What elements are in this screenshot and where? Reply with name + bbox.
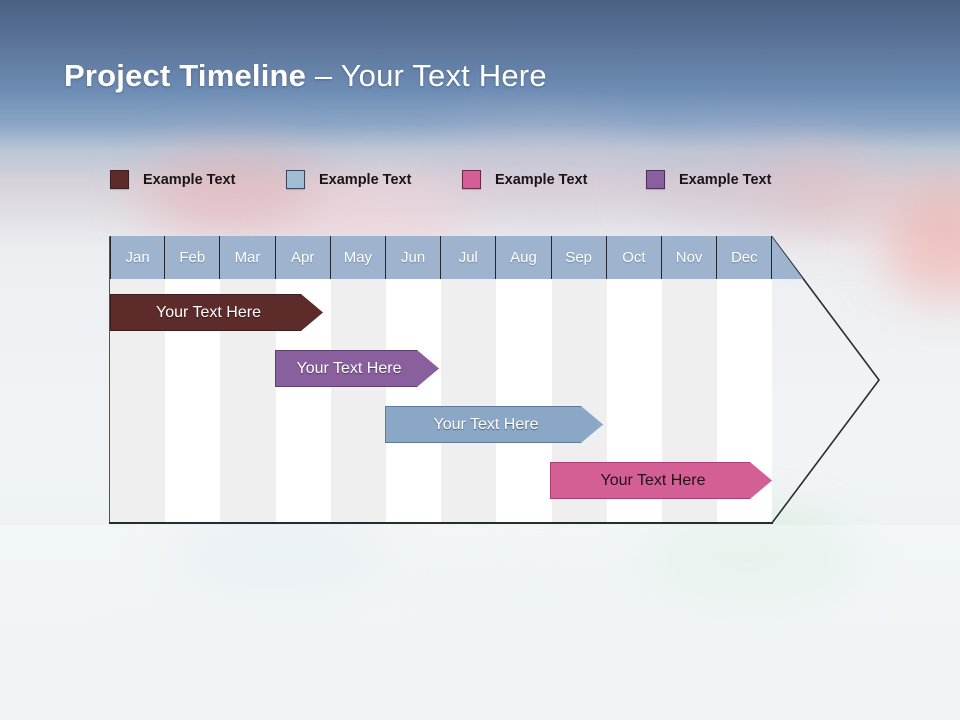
background-bokeh-blob bbox=[140, 150, 330, 240]
legend-label: Example Text bbox=[679, 171, 772, 188]
month-label: Nov bbox=[675, 249, 703, 266]
legend-item-3[interactable]: Example Text bbox=[462, 170, 587, 189]
month-label: Sep bbox=[565, 249, 593, 266]
task-bar-3[interactable]: Your Text Here bbox=[385, 406, 603, 443]
month-label: Oct bbox=[622, 249, 646, 266]
background-bokeh-blob bbox=[770, 155, 890, 235]
task-bar-label: Your Text Here bbox=[296, 359, 402, 377]
month-header-sep[interactable]: Sep bbox=[551, 236, 607, 279]
month-label: Jan bbox=[125, 249, 150, 266]
month-column-jul bbox=[441, 279, 497, 522]
month-header-may[interactable]: May bbox=[330, 236, 386, 279]
month-column-may bbox=[330, 279, 386, 522]
legend-item-2[interactable]: Example Text bbox=[286, 170, 411, 189]
legend-swatch-icon bbox=[286, 170, 305, 189]
month-header-nov[interactable]: Nov bbox=[662, 236, 718, 279]
month-header-aug[interactable]: Aug bbox=[496, 236, 552, 279]
legend-item-4[interactable]: Example Text bbox=[646, 170, 771, 189]
month-header-jan[interactable]: Jan bbox=[110, 236, 166, 279]
month-header-dec[interactable]: Dec bbox=[717, 236, 773, 279]
month-label: Feb bbox=[179, 249, 206, 266]
month-label: Aug bbox=[510, 249, 537, 266]
month-header-apr[interactable]: Apr bbox=[275, 236, 331, 279]
month-label: Mar bbox=[234, 249, 261, 266]
legend-swatch-icon bbox=[110, 170, 129, 189]
month-label: Jul bbox=[458, 249, 478, 266]
month-label: Apr bbox=[291, 249, 315, 266]
month-column-aug bbox=[496, 279, 552, 522]
task-bar-2[interactable]: Your Text Here bbox=[275, 350, 439, 387]
month-label: May bbox=[343, 249, 373, 266]
background-bokeh-blob bbox=[640, 140, 860, 230]
gantt-chart: Jan Feb Mar Apr May Jun Jul Aug Sep Oct Nov Dec You… bbox=[109, 236, 880, 524]
background-bottom-fade bbox=[0, 525, 960, 720]
month-header-jun[interactable]: Jun bbox=[386, 236, 442, 279]
task-bar-label: Your Text Here bbox=[600, 471, 706, 489]
legend-label: Example Text bbox=[143, 171, 236, 188]
month-header-oct[interactable]: Oct bbox=[606, 236, 662, 279]
legend-label: Example Text bbox=[319, 171, 412, 188]
month-column-jun bbox=[386, 279, 442, 522]
legend-item-1[interactable]: Example Text bbox=[110, 170, 235, 189]
month-header-mar[interactable]: Mar bbox=[220, 236, 276, 279]
task-bar-label: Your Text Here bbox=[433, 415, 539, 433]
month-header-feb[interactable]: Feb bbox=[165, 236, 221, 279]
page-title: Project Timeline – Your Text Here bbox=[64, 58, 547, 94]
legend: Example Text Example Text Example Text E… bbox=[110, 170, 830, 194]
month-label: Dec bbox=[730, 249, 758, 266]
task-bar-1[interactable]: Your Text Here bbox=[110, 294, 323, 331]
gantt-baseline bbox=[109, 522, 773, 524]
month-header-jul[interactable]: Jul bbox=[441, 236, 497, 279]
legend-swatch-icon bbox=[646, 170, 665, 189]
legend-swatch-icon bbox=[462, 170, 481, 189]
legend-label: Example Text bbox=[495, 171, 588, 188]
task-bar-4[interactable]: Your Text Here bbox=[550, 462, 772, 499]
month-label: Jun bbox=[401, 249, 426, 266]
page-title-strong: Project Timeline bbox=[64, 58, 307, 93]
page-title-light: – Your Text Here bbox=[306, 58, 547, 93]
task-bar-label: Your Text Here bbox=[156, 303, 261, 321]
